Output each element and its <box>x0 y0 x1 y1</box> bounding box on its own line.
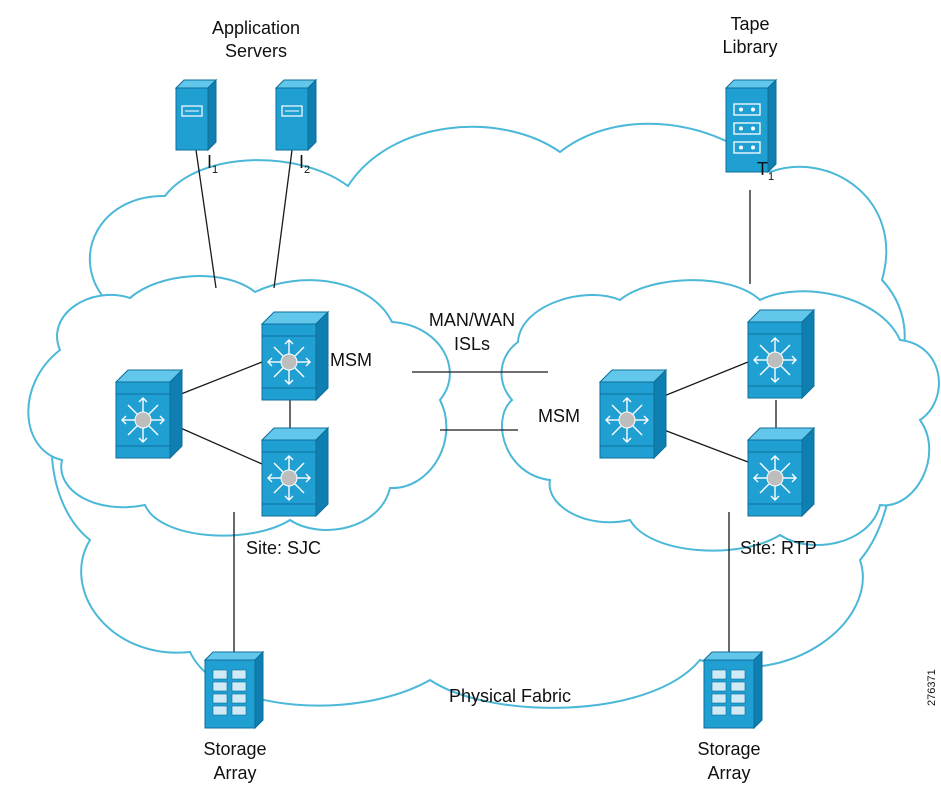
application-server-2-icon <box>275 79 317 151</box>
application-server-1-icon <box>175 79 217 151</box>
tape-label-line1: Tape <box>730 14 769 34</box>
rtp-switch-top-icon <box>747 309 815 399</box>
rtp-msm-switch-icon <box>599 369 667 459</box>
link-left-top <box>175 361 263 397</box>
storage-left-label-line2: Array <box>213 763 256 783</box>
app-servers-label-line1: Application <box>212 18 300 38</box>
sjc-switch-bottom-icon <box>261 427 329 517</box>
physical-fabric-label: Physical Fabric <box>449 686 571 706</box>
link-server2-switch <box>273 149 293 289</box>
tape-label-line2: Library <box>722 37 777 57</box>
link-right-bottom <box>663 429 749 463</box>
app-servers-label-line2: Servers <box>225 41 287 61</box>
msm-left-label: MSM <box>330 350 372 370</box>
figure-id-label: 276371 <box>926 669 938 706</box>
site-sjc-label: Site: SJC <box>246 538 321 558</box>
initiator-1-label: I1 <box>207 152 218 176</box>
msm-right-label: MSM <box>538 406 580 426</box>
initiator-2-label: I2 <box>299 152 310 176</box>
link-server1-switch <box>195 149 217 289</box>
site-sjc-cloud <box>27 275 451 537</box>
storage-right-label-line1: Storage <box>697 739 760 759</box>
link-left-bottom <box>175 425 263 465</box>
sjc-switch-left-icon <box>115 369 183 459</box>
storage-array-left-icon <box>204 651 264 729</box>
rtp-switch-bottom-icon <box>747 427 815 517</box>
tape-library-icon <box>725 79 777 173</box>
storage-right-label-line2: Array <box>707 763 750 783</box>
site-rtp-cloud <box>500 279 940 552</box>
links <box>175 149 777 652</box>
link-right-top <box>663 361 749 397</box>
man-wan-label-line1: MAN/WAN <box>429 310 515 330</box>
target-1-label: T1 <box>757 159 774 183</box>
site-rtp-label: Site: RTP <box>740 538 817 558</box>
sjc-msm-switch-icon <box>261 311 329 401</box>
storage-array-right-icon <box>703 651 763 729</box>
man-wan-label-line2: ISLs <box>454 334 490 354</box>
storage-left-label-line1: Storage <box>203 739 266 759</box>
